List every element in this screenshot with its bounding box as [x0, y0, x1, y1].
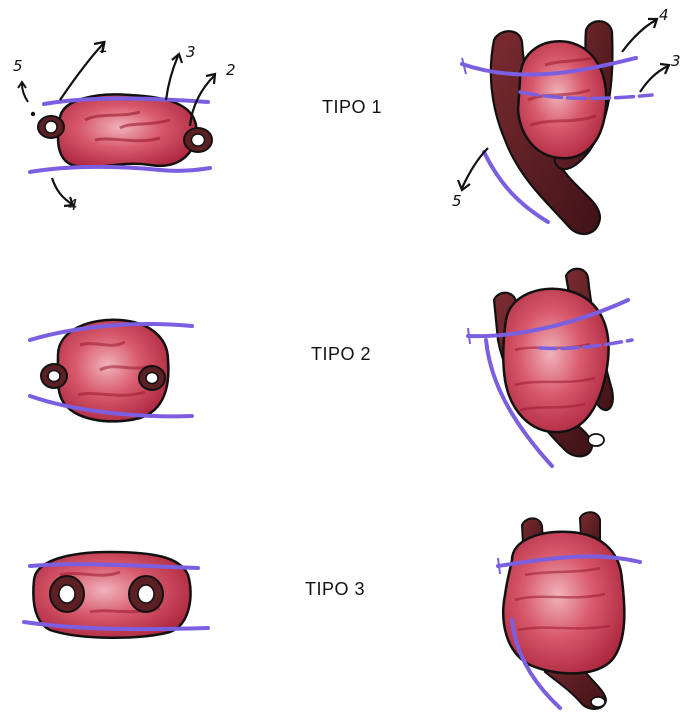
tipo-3-cross-section: [24, 552, 208, 638]
callout-number-2: 2: [226, 61, 236, 79]
callout-number-r5: 5: [452, 192, 462, 210]
tipo-1-point-5-dot: [31, 112, 35, 116]
tipo-3-label: TIPO 3: [305, 579, 365, 600]
tipo-3-3d-vessel-opening: [591, 697, 605, 707]
tipo-2-3d-vessel-opening: [588, 434, 604, 446]
tipo-3-right-vessel: [129, 576, 163, 612]
tipo-1-left-vessel: [38, 116, 64, 138]
tipo-3-3d-needle: [498, 558, 500, 574]
tipo-1-section-body: [58, 94, 196, 167]
callout-number-3: 3: [186, 43, 196, 61]
tipo-2-label: TIPO 2: [311, 344, 371, 365]
callout-arrow-1: [60, 44, 103, 100]
callout-number-5: 5: [13, 57, 23, 75]
tipo-2-left-vessel: [41, 364, 67, 388]
tipo-3-left-vessel: [50, 576, 84, 612]
callout-arrow-r3: [640, 66, 668, 92]
callout-arrow-r4: [622, 20, 656, 52]
tipo-1-cross-section: 1 2 3 4 5: [13, 38, 236, 214]
tipo-3-3d-view: [498, 512, 640, 709]
callout-number-r3: 3: [671, 52, 681, 70]
tipo-2-right-vessel: [139, 366, 165, 390]
tipo-1-label: TIPO 1: [322, 97, 382, 118]
tipo-1-lower-ligature: [30, 167, 210, 172]
callout-arrow-3: [166, 56, 178, 100]
callout-number-r4: 4: [659, 6, 669, 24]
tipo-2-3d-view: [468, 269, 632, 466]
tipo-2-cross-section: [30, 320, 192, 422]
callout-number-1: 1: [99, 38, 109, 56]
tipo-1-right-vessel: [184, 128, 212, 152]
tipo-2-3d-needle: [468, 328, 470, 344]
tipo-2-3d-body: [503, 289, 608, 432]
tipo-1-3d-view: 4 3 5: [452, 6, 681, 234]
callout-number-4: 4: [68, 196, 78, 214]
